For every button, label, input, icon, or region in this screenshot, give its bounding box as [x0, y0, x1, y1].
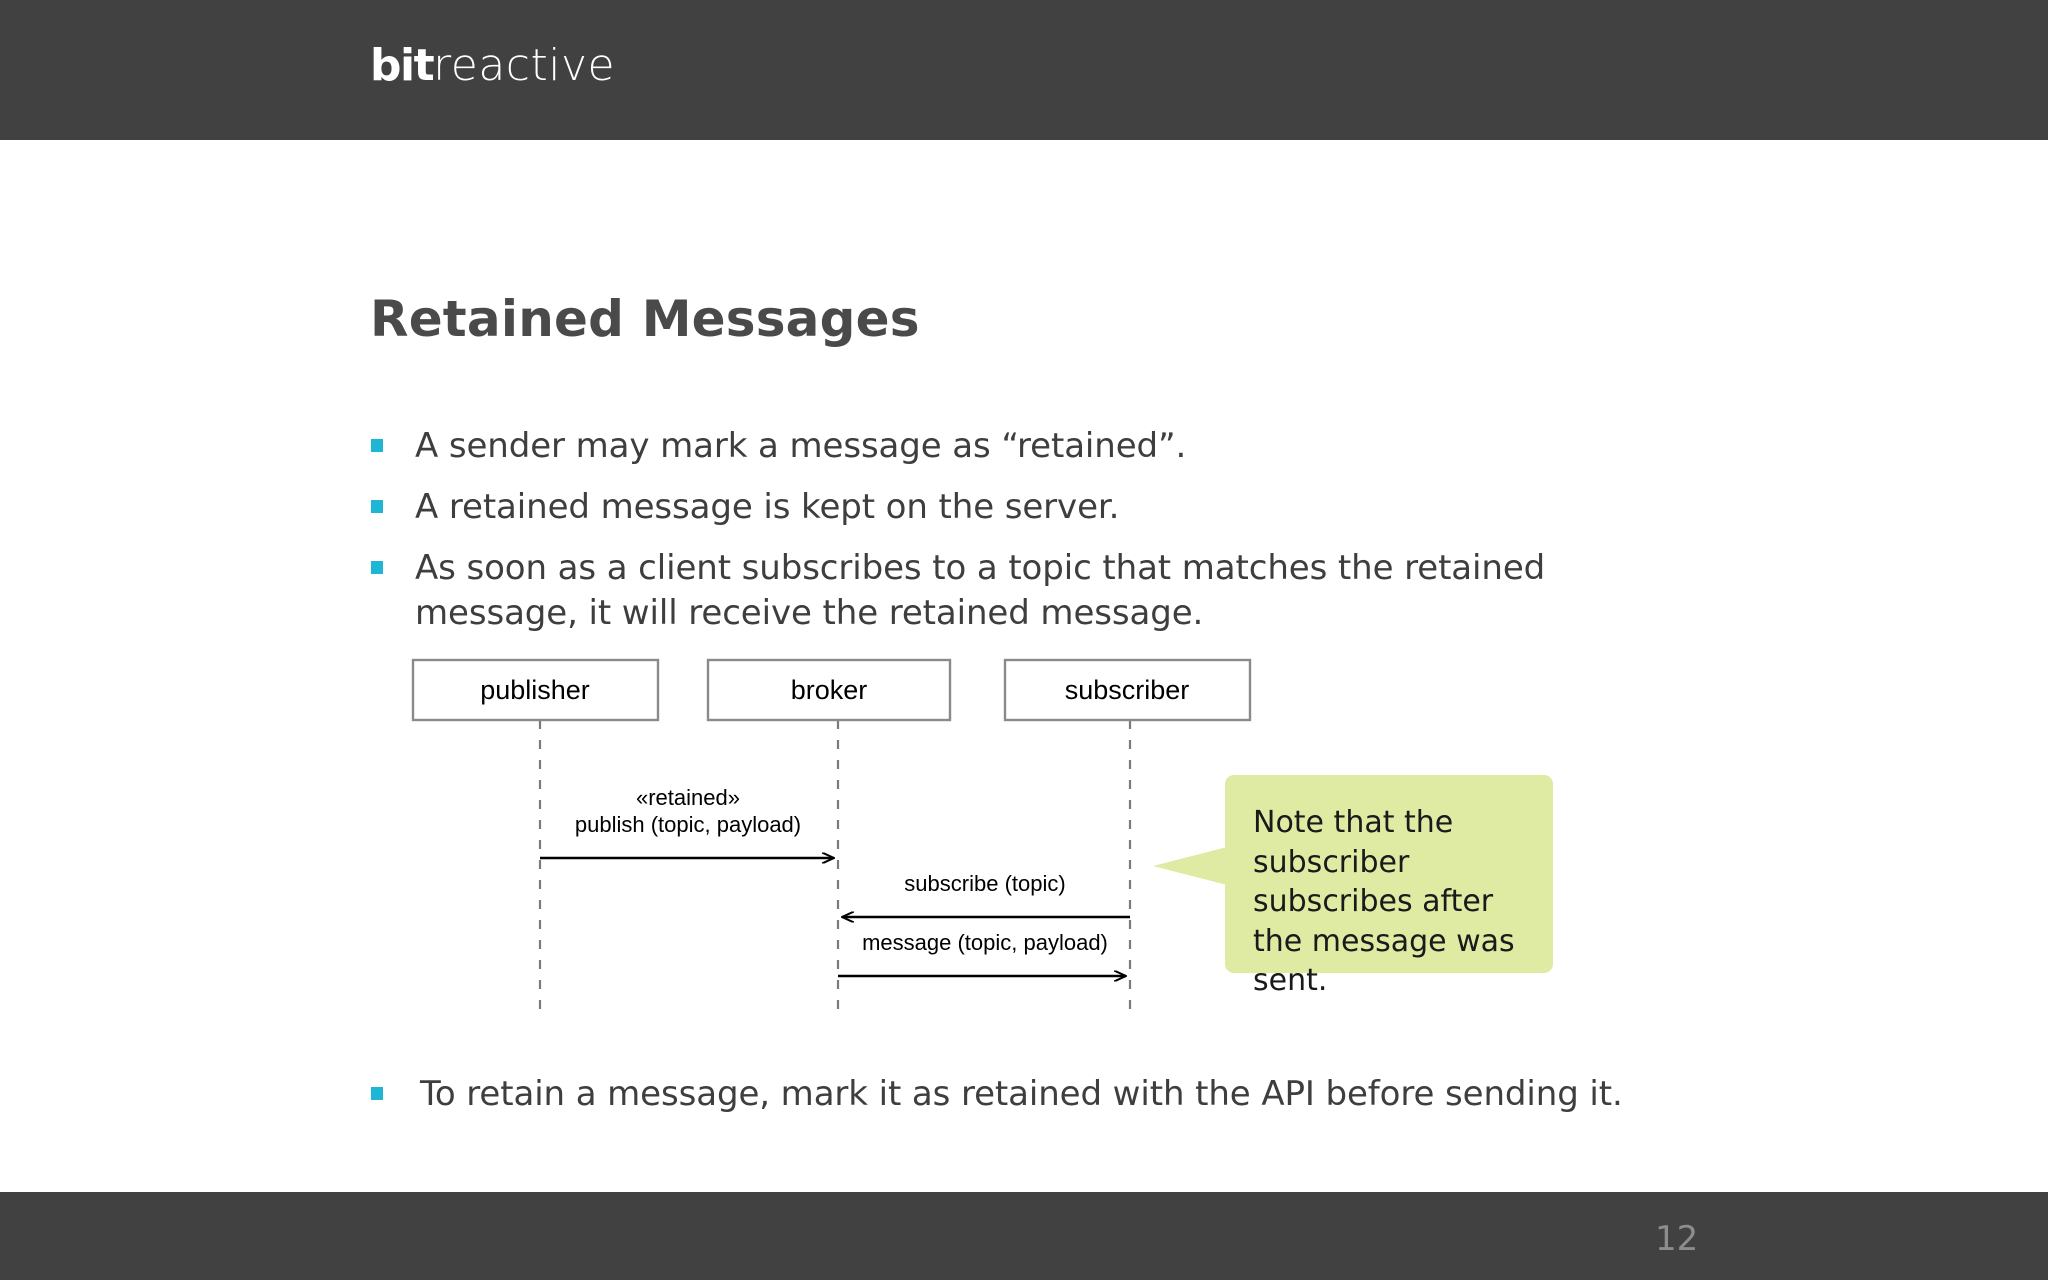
list-item: A retained message is kept on the server… — [368, 485, 1698, 529]
message-label-subscribe: subscribe (topic) — [904, 871, 1065, 896]
callout-note: Note that the subscriber subscribes afte… — [1153, 775, 1553, 998]
header-bar: bitreactive — [0, 0, 2048, 140]
list-item-label: A retained message is kept on the server… — [415, 487, 1120, 528]
participant-box-broker — [706, 658, 952, 722]
participant-box-subscriber — [1003, 658, 1252, 722]
footer-bar — [0, 1192, 2048, 1280]
list-item: To retain a message, mark it as retained… — [368, 1072, 1820, 1116]
logo-bold-part: bit — [370, 40, 435, 91]
list-item: A sender may mark a message as “retained… — [368, 424, 1698, 468]
participant-label-broker: broker — [791, 675, 868, 705]
list-item-label: A sender may mark a message as “retained… — [415, 426, 1187, 466]
participant-label-publisher: publisher — [480, 675, 590, 705]
bullet-list: A sender may mark a message as “retained… — [368, 424, 1698, 652]
bullet-square-icon — [371, 439, 383, 452]
bullet-square-icon — [371, 1087, 383, 1100]
page-title: Retained Messages — [370, 290, 920, 348]
list-item-label: As soon as a client subscribes to a topi… — [415, 548, 1546, 633]
message-stereotype-publish: «retained» — [636, 785, 740, 810]
sequence-diagram: publisher broker subscriber «retained» p… — [368, 640, 1568, 1040]
participant-label-subscriber: subscriber — [1065, 675, 1190, 705]
bullet-square-icon — [371, 561, 383, 575]
message-label-publish: publish (topic, payload) — [575, 812, 801, 837]
callout-tail-icon — [1153, 847, 1227, 885]
list-item: As soon as a client subscribes to a topi… — [368, 546, 1698, 634]
message-label-message: message (topic, payload) — [862, 930, 1108, 955]
list-item-label: To retain a message, mark it as retained… — [420, 1074, 1623, 1114]
participant-box-publisher — [411, 658, 660, 722]
callout-note-text: Note that the subscriber subscribes afte… — [1253, 805, 1515, 999]
logo-light-part: reactive — [433, 40, 616, 91]
brand-logo: bitreactive — [370, 44, 615, 88]
bullet-square-icon — [371, 500, 383, 514]
page-number: 12 — [1655, 1219, 1699, 1259]
